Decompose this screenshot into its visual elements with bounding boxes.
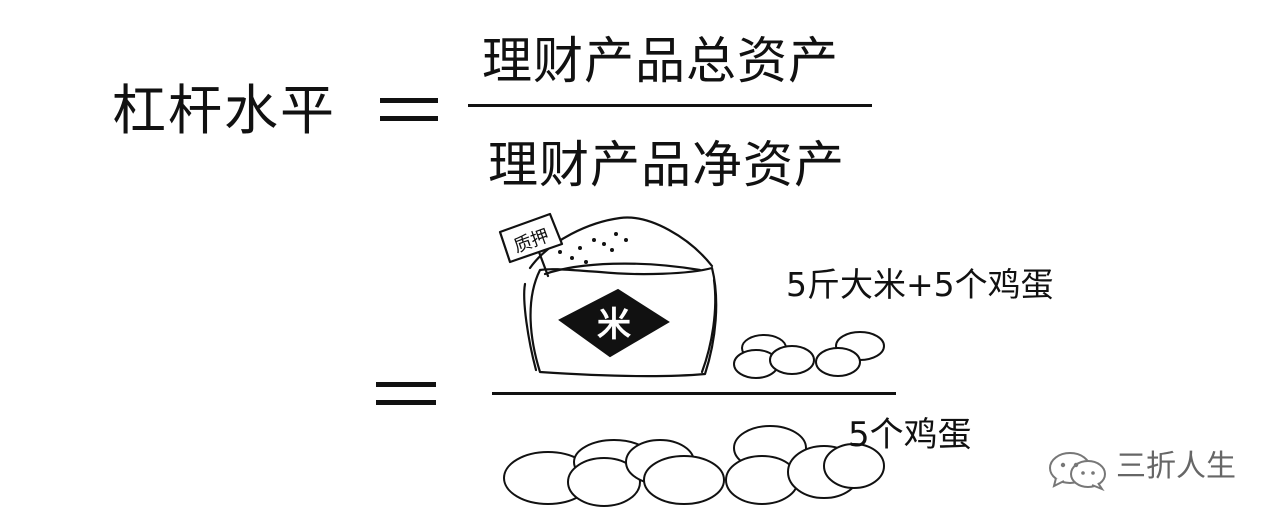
- wechat-icon: [1046, 450, 1110, 490]
- watermark-label: 三折人生: [1116, 452, 1236, 482]
- denominator-caption: 5个鸡蛋: [848, 418, 972, 452]
- egg: [644, 456, 724, 504]
- egg: [726, 456, 798, 504]
